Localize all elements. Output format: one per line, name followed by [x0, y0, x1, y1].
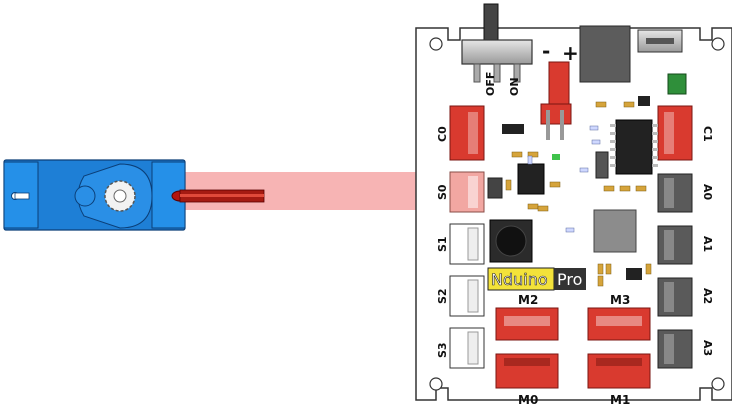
servo-motor	[4, 160, 264, 230]
chip-square-gray	[594, 210, 636, 252]
switch-pin-1	[474, 64, 480, 82]
motor-m3-label: M3	[610, 293, 630, 307]
mount-hole-top-left	[430, 38, 442, 50]
tantalum-cap	[596, 152, 608, 178]
servo-mount-slot	[15, 193, 29, 199]
switch-on-label: ON	[508, 77, 521, 96]
brand-logo: Nduino Pro	[488, 268, 586, 290]
switch-lever[interactable]	[484, 4, 498, 42]
power-socket	[541, 104, 571, 124]
power-pin-2	[560, 110, 564, 140]
power-plus-label: +	[562, 41, 579, 65]
mount-hole-top-right	[712, 38, 724, 50]
chip-main-ic	[616, 120, 652, 174]
switch-body	[462, 40, 532, 64]
motor-m1-label: M1	[610, 393, 630, 407]
transistor	[638, 96, 650, 106]
crystal	[488, 178, 502, 198]
micro-usb-slot	[646, 38, 674, 44]
inductor-green	[668, 74, 686, 94]
chip-mcu	[518, 164, 544, 194]
mount-hole-bottom-right	[712, 378, 724, 390]
port-a3-label: A3	[701, 340, 714, 356]
port-s2-label: S2	[436, 288, 449, 304]
servo-shaft	[114, 190, 126, 202]
power-pin-1	[546, 110, 550, 140]
diode-black	[502, 124, 524, 134]
port-c0-label: C0	[436, 126, 449, 142]
port-a0-label: A0	[701, 184, 714, 201]
servo-small-boss	[75, 186, 95, 206]
mount-hole-bottom-left	[430, 378, 442, 390]
port-a1-label: A1	[701, 236, 714, 252]
servo-cable-stripe	[180, 194, 264, 197]
port-c1-label: C1	[701, 126, 714, 142]
motor-m2-label: M2	[518, 293, 538, 307]
brand-pro: Pro	[557, 270, 582, 289]
port-s0-label: S0	[436, 184, 449, 200]
port-s1-label: S1	[436, 236, 449, 252]
port-a2-label: A2	[701, 288, 714, 304]
dc-jack	[580, 26, 630, 82]
motor-m0-label: M0	[518, 393, 538, 407]
led-green	[552, 154, 560, 160]
power-plug	[549, 62, 569, 106]
brand-nduino: Nduino	[491, 270, 548, 289]
regulator	[626, 268, 642, 280]
switch-off-label: OFF	[484, 72, 497, 96]
port-s3-label: S3	[436, 342, 449, 358]
power-minus-label: -	[542, 39, 550, 63]
